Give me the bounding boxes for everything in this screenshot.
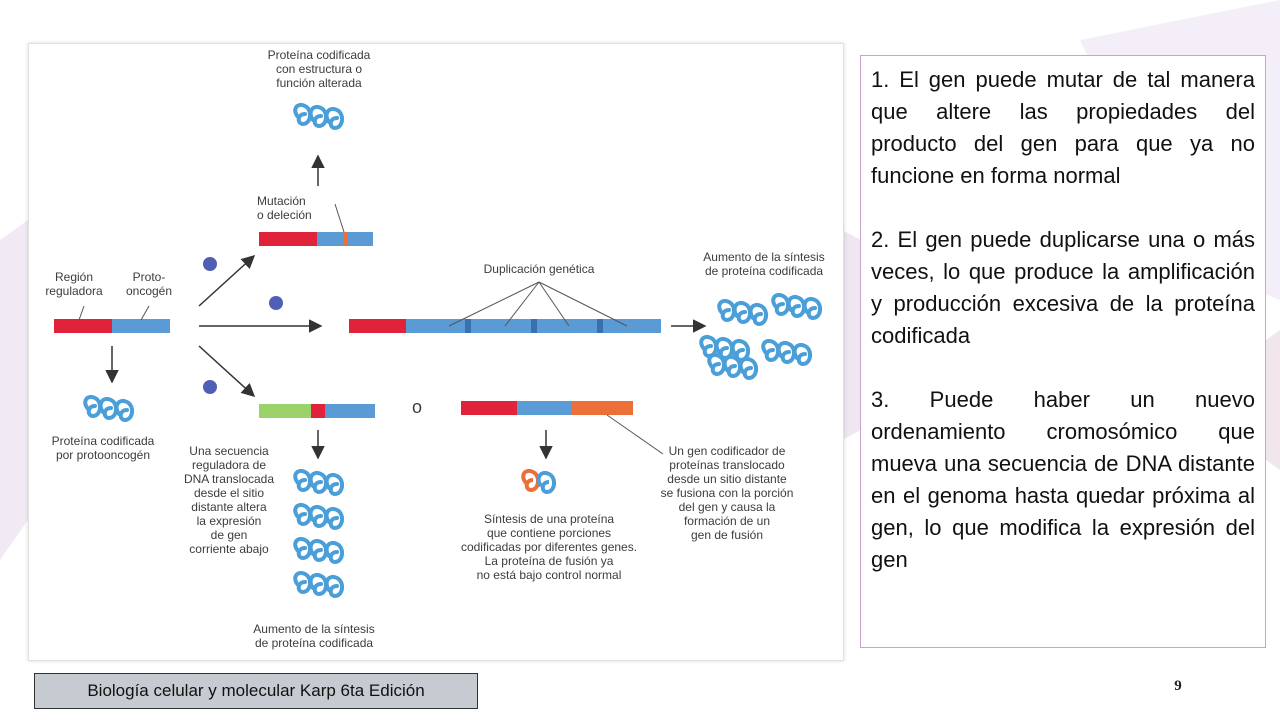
altered-protein	[293, 102, 345, 130]
label-protooncogene: Proto- oncogén	[125, 270, 173, 298]
step-a-label: a	[207, 214, 213, 224]
label-duplication: Duplicación genética	[483, 262, 595, 276]
paragraph-mutation: 1. El gen puede mutar de tal manera que …	[871, 67, 1255, 188]
label-regulatory-region: Región reguladora	[45, 270, 103, 298]
label-increase-right: Aumento de la síntesis de proteína codif…	[703, 250, 825, 278]
page-number: 9	[1174, 678, 1182, 694]
protein-protooncogene	[83, 394, 135, 422]
source-caption: Biología celular y molecular Karp 6ta Ed…	[34, 673, 478, 709]
many-proteins-bottom	[293, 468, 345, 598]
label-protein-protooncogene: Proteína codificada por protooncogén	[51, 434, 155, 462]
figure-panel: Proteína codificada con estructura o fun…	[28, 43, 844, 661]
label-translocated-gene: Un gen codificador de proteínas transloc…	[660, 444, 794, 542]
step-c-circle	[203, 380, 217, 394]
fusion-protein	[521, 469, 556, 495]
label-or: o	[411, 397, 422, 417]
label-altered-protein: Proteína codificada con estructura o fun…	[267, 48, 371, 90]
paragraph-duplication: 2. El gen puede duplicarse una o más vec…	[871, 227, 1255, 348]
step-b-circle	[269, 296, 283, 310]
fusion-gene	[461, 401, 664, 455]
step-a-circle	[203, 257, 217, 271]
explanation-panel: 1. El gen puede mutar de tal manera que …	[860, 55, 1266, 648]
translocated-regulatory-gene	[259, 404, 375, 418]
duplicated-gene	[349, 281, 661, 333]
paragraph-rearrangement: 3. Puede haber un nuevo ordenamiento cro…	[871, 387, 1255, 572]
mutated-gene	[259, 203, 373, 246]
label-fusion-protein: Síntesis de una proteína que contiene po…	[460, 512, 638, 582]
protooncogene-gene	[54, 305, 170, 333]
step-c-label: c	[207, 337, 213, 347]
many-proteins-right	[699, 292, 823, 380]
oncogene-activation-diagram	[54, 102, 823, 598]
label-mutation: Mutación o deleción	[257, 194, 312, 222]
label-increase-bottom: Aumento de la síntesis de proteína codif…	[253, 622, 375, 650]
step-b-label: b	[273, 253, 279, 263]
label-translocated-sequence: Una secuencia reguladora de DNA transloc…	[183, 444, 275, 556]
